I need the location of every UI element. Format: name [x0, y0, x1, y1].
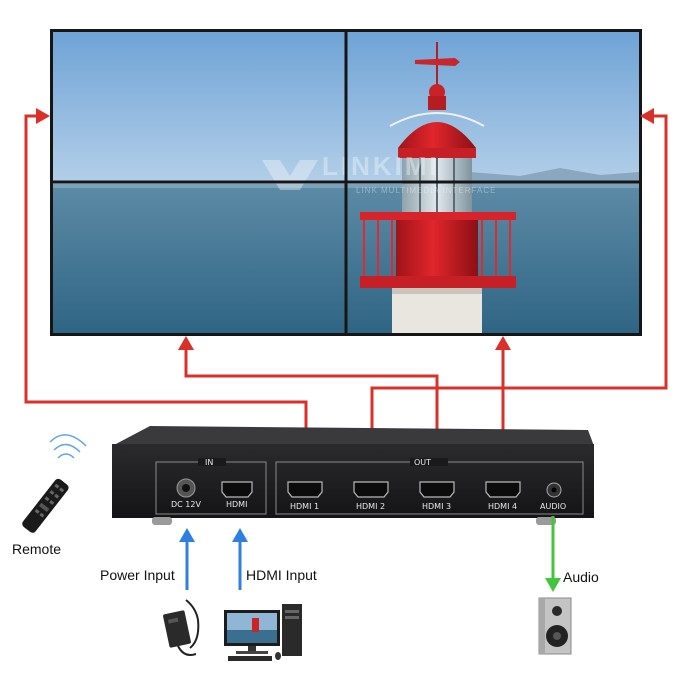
hdmi-3-label: HDMI 3 [422, 502, 452, 511]
dc-12v-label: DC 12V [171, 500, 201, 509]
arrow-to-bottom-right-screen [495, 336, 511, 350]
watermark-brand: LINKIMI [322, 151, 440, 181]
arrow-audio-output [545, 578, 561, 592]
remote-label: Remote [12, 541, 62, 557]
hdmi-out-3-port [419, 481, 455, 498]
video-wall: LINKIMI LINK MULTIMEDIA INTERFACE [50, 29, 642, 336]
hdmi-2-label: HDMI 2 [356, 502, 386, 511]
in-group-label: IN [205, 458, 214, 467]
arrow-to-top-right-screen [640, 108, 654, 124]
video-wall-controller [112, 426, 594, 525]
hdmi-4-label: HDMI 4 [488, 502, 518, 511]
input-arrows [179, 516, 561, 592]
output-arrowheads [36, 108, 654, 350]
audio-label: Audio [563, 569, 599, 585]
hdmi-in-port [221, 481, 253, 498]
arrow-to-top-left-screen [36, 108, 50, 124]
power-input-label: Power Input [100, 567, 175, 583]
hdmi-in-label: HDMI [226, 500, 248, 509]
arrow-hdmi-input [232, 528, 248, 542]
arrow-to-bottom-left-screen [178, 336, 194, 350]
hdmi-out-2-port [353, 481, 389, 498]
hdmi-1-label: HDMI 1 [290, 502, 320, 511]
remote-icon [22, 434, 87, 533]
out-group-label: OUT [414, 458, 432, 467]
lighthouse-icon [360, 42, 516, 333]
audio-port-label: AUDIO [540, 502, 567, 511]
speaker-icon [538, 597, 572, 655]
hdmi-input-label: HDMI Input [246, 567, 317, 583]
power-adapter-icon [163, 599, 200, 656]
computer-icon [224, 604, 302, 661]
watermark-tagline: LINK MULTIMEDIA INTERFACE [356, 186, 496, 195]
hdmi-out-4-port [485, 481, 521, 498]
hdmi-out-1-port [287, 481, 323, 498]
arrow-power-input [179, 528, 195, 542]
